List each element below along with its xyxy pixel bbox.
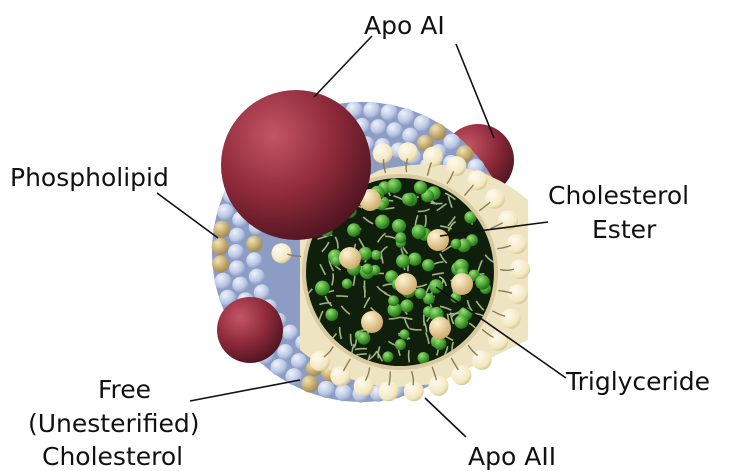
triglyceride-molecule (454, 315, 468, 329)
phospholipid-head (443, 134, 460, 151)
triglyceride-molecule (315, 281, 330, 296)
leader-free-cholesterol (190, 380, 300, 401)
phospholipid-head (232, 277, 248, 293)
phospholipid-head (228, 244, 244, 260)
phospholipid-head (387, 122, 403, 138)
inner-phospholipid-head (423, 147, 443, 167)
phospholipid-head (370, 119, 386, 135)
label-unesterified: (Unesterified) (28, 409, 199, 438)
phospholipid-head (282, 325, 298, 341)
leader-apo-aii (425, 398, 466, 437)
phospholipid-head (318, 381, 335, 398)
triglyceride-molecule (392, 219, 406, 233)
phospholipid-head (402, 128, 418, 144)
label-triglyceride: Triglyceride (565, 367, 710, 396)
label-phospholipid: Phospholipid (10, 163, 169, 192)
label-cholesterol-ester-2: Ester (592, 215, 657, 244)
triglyceride-molecule (371, 250, 381, 260)
label-cholesterol: Cholesterol (42, 442, 183, 471)
phospholipid-head (246, 252, 262, 268)
inner-phospholipid-head (354, 376, 374, 396)
core-lipid-tail (336, 296, 348, 297)
free-cholesterol-molecule (301, 376, 318, 393)
inner-phospholipid-head (373, 143, 393, 163)
inner-phospholipid-head (452, 365, 472, 385)
free-cholesterol-molecule (246, 236, 262, 252)
triglyceride-molecule (362, 263, 373, 274)
cholesterol-ester-molecule (395, 273, 417, 295)
triglyceride-molecule (475, 275, 490, 290)
phospholipid-head (398, 109, 415, 126)
free-cholesterol-molecule (213, 221, 230, 238)
inner-phospholipid-head (508, 284, 528, 304)
cholesterol-ester-molecule (451, 273, 473, 295)
triglyceride-molecule (396, 254, 410, 268)
phospholipid-head (215, 273, 232, 290)
label-apo-aii: Apo AII (468, 442, 556, 471)
phospholipid-head (217, 204, 234, 221)
label-free: Free (98, 375, 151, 404)
cholesterol-ester-molecule (429, 317, 451, 339)
core-lipid-tail (355, 349, 367, 350)
triglyceride-molecule (375, 215, 389, 229)
leader-apo-ai-right (456, 44, 494, 138)
phospholipid-head (291, 353, 307, 369)
inner-phospholipid-head (330, 366, 350, 386)
triglyceride-molecule (387, 179, 402, 194)
triglyceride-molecule (395, 339, 406, 350)
triglyceride-molecule (414, 181, 427, 194)
apo-ai-protein (221, 90, 371, 240)
phospholipid-head (229, 228, 245, 244)
triglyceride-molecule (415, 288, 426, 299)
phospholipid-head (249, 269, 265, 285)
free-cholesterol-molecule (212, 256, 229, 273)
phospholipid-head (335, 384, 352, 401)
inner-phospholipid-head (378, 381, 398, 401)
triglyceride-molecule (383, 351, 394, 362)
inner-phospholipid-head (488, 331, 508, 351)
leader-phospholipid (157, 193, 218, 238)
triglyceride-molecule (412, 224, 427, 239)
triglyceride-molecule (358, 332, 371, 345)
label-apo-ai: Apo AI (364, 11, 445, 40)
phospholipid-head (363, 102, 380, 119)
triglyceride-molecule (399, 329, 409, 339)
inner-phospholipid-head (467, 170, 487, 190)
free-cholesterol-molecule (429, 123, 446, 140)
inner-phospholipid-head (429, 376, 449, 396)
triglyceride-molecule (395, 232, 406, 243)
cholesterol-ester-molecule (361, 311, 383, 333)
inner-phospholipid-head (501, 309, 521, 329)
phospholipid-head (229, 260, 245, 276)
triglyceride-molecule (408, 253, 421, 266)
phospholipid-head (271, 359, 288, 376)
inner-phospholipid-head (446, 156, 466, 176)
cholesterol-ester-molecule (427, 229, 449, 251)
free-cholesterol-molecule (212, 238, 229, 255)
leader-apo-ai-left (314, 36, 372, 97)
cholesterol-ester-molecule (339, 247, 361, 269)
triglyceride-molecule (400, 299, 413, 312)
inner-phospholipid-head (272, 243, 292, 263)
core-lipid-tail (409, 350, 410, 362)
phospholipid-head (277, 344, 293, 360)
apo-aii-protein (217, 297, 283, 363)
triglyceride-molecule (388, 295, 399, 306)
triglyceride-molecule (402, 193, 414, 205)
triglyceride-molecule (347, 223, 361, 237)
triglyceride-molecule (325, 308, 338, 321)
triglyceride-molecule (422, 259, 434, 271)
phospholipid-head (414, 115, 431, 132)
label-cholesterol-ester-1: Cholesterol (548, 181, 689, 210)
inner-phospholipid-head (507, 234, 527, 254)
triglyceride-molecule (451, 239, 462, 250)
core-lipid-tail (424, 314, 425, 326)
triglyceride-molecule (342, 279, 352, 289)
phospholipid-head (381, 104, 398, 121)
inner-phospholipid-head (485, 189, 505, 209)
